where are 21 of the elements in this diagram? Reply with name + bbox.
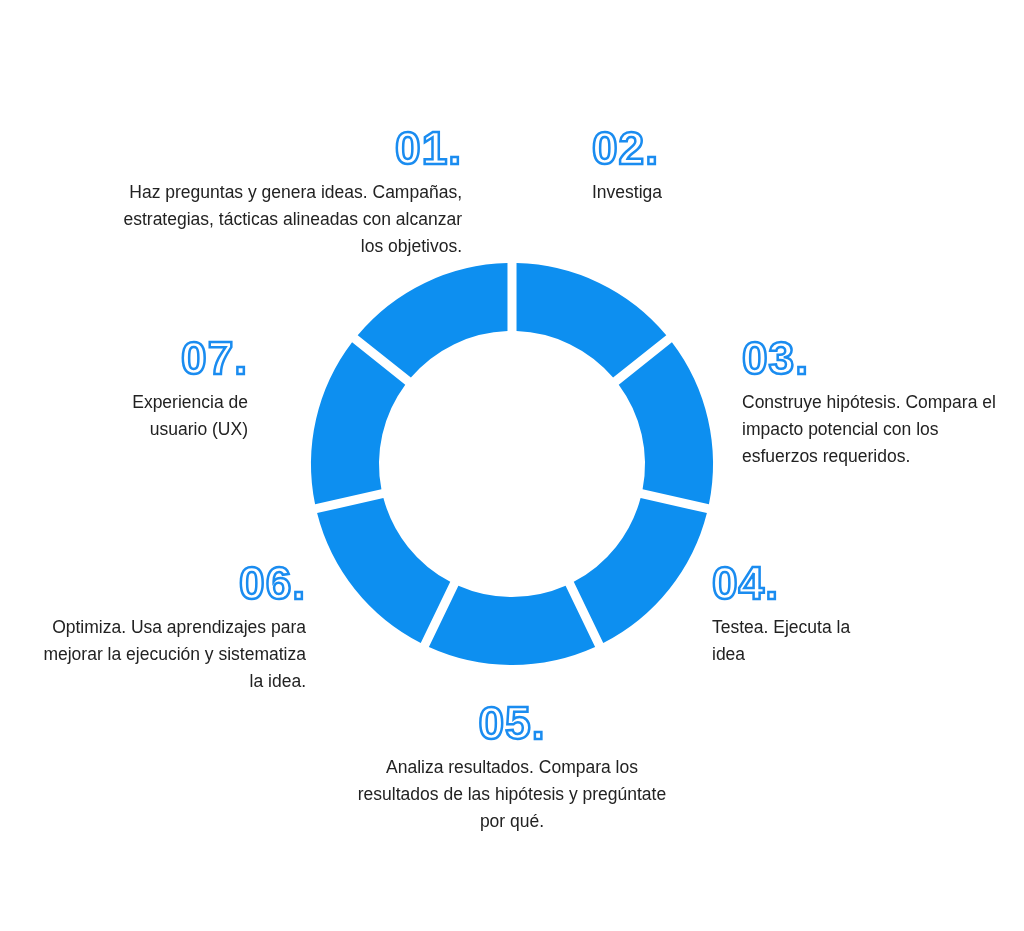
step-number: 05. — [478, 700, 546, 746]
ring-segment — [357, 263, 508, 378]
ring-segment — [573, 498, 707, 644]
step-number: 06. — [239, 560, 306, 606]
step-number: 07. — [181, 335, 248, 381]
step-description: Experiencia de usuario (UX) — [131, 391, 248, 441]
ring-segment — [618, 342, 713, 505]
ring-segment — [516, 263, 667, 378]
ring-segment — [428, 585, 596, 665]
step-number: 03. — [742, 335, 809, 381]
step-number: 01. — [395, 125, 462, 171]
step-description: Testea. Ejecuta la idea — [712, 616, 852, 666]
step-number: 04. — [712, 560, 779, 606]
ring-segment — [317, 498, 451, 644]
ring-segment — [311, 342, 406, 505]
step-description: Haz preguntas y genera ideas. Campañas, estrategias, tácticas alineadas con alcanzar los objetivos. — [122, 181, 462, 258]
step-number: 02. — [592, 125, 659, 171]
step-description: Construye hipótesis. Compara el impacto potencial con los esfuerzos requeridos. — [742, 391, 997, 468]
step-description: Optimiza. Usa aprendizajes para mejorar la ejecución y sistematiza la idea. — [42, 616, 306, 693]
step-description: Investiga — [592, 181, 664, 204]
step-description: Analiza resultados. Compara los resultados de las hipótesis y pregúntate por qué. — [356, 756, 668, 833]
